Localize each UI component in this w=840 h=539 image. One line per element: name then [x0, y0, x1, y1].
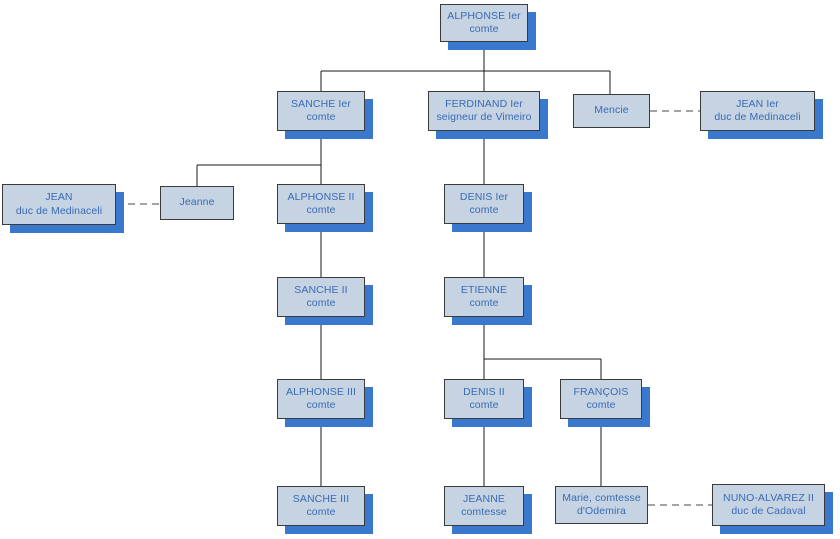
node-label-jean: JEAN duc de Medinaceli	[15, 191, 103, 217]
node-label-alphonse3: ALPHONSE III comte	[285, 385, 357, 411]
node-alphonse1[interactable]: ALPHONSE Ier comte	[440, 4, 528, 42]
node-sanche2[interactable]: SANCHE II comte	[277, 277, 365, 317]
node-label-nuno: NUNO-ALVAREZ II duc de Cadaval	[723, 491, 814, 517]
node-label-francois: FRANÇOIS comte	[573, 385, 629, 411]
node-denis1[interactable]: DENIS Ier comte	[444, 184, 524, 224]
node-ferdinand1[interactable]: FERDINAND Ier seigneur de Vimeiro	[428, 91, 540, 131]
node-jean1[interactable]: JEAN Ier duc de Medinaceli	[700, 91, 815, 131]
node-label-mencie: Mencie	[594, 104, 629, 117]
node-etienne[interactable]: ETIENNE comte	[444, 277, 524, 317]
node-mencie[interactable]: Mencie	[573, 94, 650, 128]
node-sanche3[interactable]: SANCHE III comte	[277, 486, 365, 526]
node-sanche1[interactable]: SANCHE Ier comte	[277, 91, 365, 131]
node-label-sanche1: SANCHE Ier comte	[291, 97, 351, 123]
node-francois[interactable]: FRANÇOIS comte	[560, 379, 642, 419]
node-label-alphonse1: ALPHONSE Ier comte	[447, 9, 521, 35]
node-jean[interactable]: JEAN duc de Medinaceli	[2, 184, 116, 225]
node-alphonse3[interactable]: ALPHONSE III comte	[277, 379, 365, 419]
node-label-etienne: ETIENNE comte	[460, 283, 508, 309]
node-label-denis1: DENIS Ier comte	[459, 190, 509, 216]
node-alphonse2[interactable]: ALPHONSE II comte	[277, 184, 365, 224]
node-nuno[interactable]: NUNO-ALVAREZ II duc de Cadaval	[712, 484, 825, 526]
node-label-denis2: DENIS II comte	[463, 385, 505, 411]
node-label-sanche3: SANCHE III comte	[292, 492, 350, 518]
node-label-jeanne: Jeanne	[179, 196, 215, 209]
node-denis2[interactable]: DENIS II comte	[444, 379, 524, 419]
node-label-alphonse2: ALPHONSE II comte	[287, 190, 355, 216]
node-jeanne_c[interactable]: JEANNE comtesse	[444, 486, 524, 526]
node-label-ferdinand1: FERDINAND Ier seigneur de Vimeiro	[436, 97, 532, 123]
node-jeanne[interactable]: Jeanne	[160, 186, 234, 220]
node-label-marie: Marie, comtesse d'Odemira	[562, 491, 641, 517]
node-marie[interactable]: Marie, comtesse d'Odemira	[555, 486, 648, 524]
node-label-sanche2: SANCHE II comte	[294, 283, 348, 309]
node-label-jean1: JEAN Ier duc de Medinaceli	[714, 97, 801, 123]
node-label-jeanne_c: JEANNE comtesse	[461, 492, 507, 518]
